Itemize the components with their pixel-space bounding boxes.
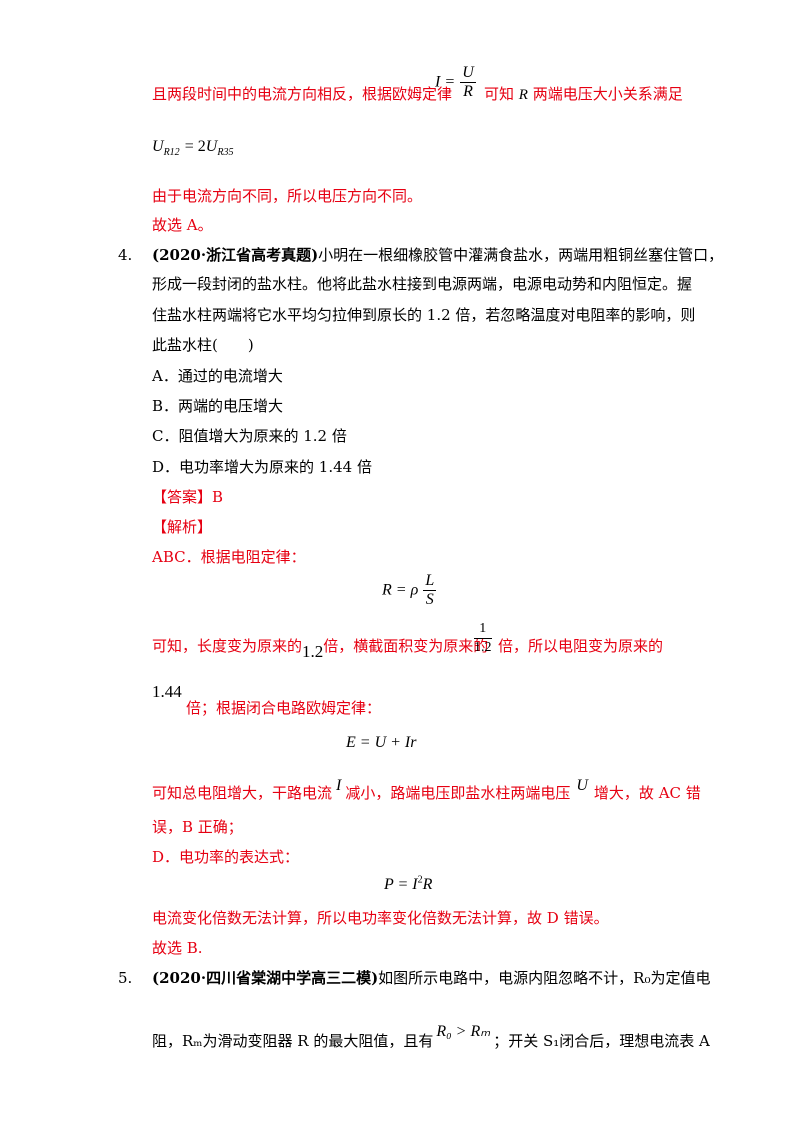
ohm-fraction: U R xyxy=(460,64,476,101)
text-line: 误，B 正确； xyxy=(152,818,243,836)
option-a: A．通过的电流增大 xyxy=(152,367,283,385)
question-number: 4. xyxy=(118,246,133,264)
question-stem-line: 形成一段封闭的盐水柱。他将此盐水柱接到电源两端，电源电动势和内阻恒定。握 xyxy=(152,275,693,293)
resistance-formula: R = ρ L S xyxy=(382,572,437,609)
option-c: C．阻值增大为原来的 1.2 倍 xyxy=(152,427,347,445)
u-symbol: U xyxy=(205,138,218,155)
question-stem-line: 阻，Rₘ为滑动变阻器 R 的最大阻值，且有R₀ > Rₘ；开关 S₁闭合后，理想… xyxy=(152,1022,710,1051)
text-line: ABC．根据电阻定律： xyxy=(152,548,306,566)
fraction-numerator: U xyxy=(460,64,476,83)
text-span: 如图所示电路中，电源内阻忽略不计，R₀为定值电 xyxy=(378,969,711,987)
text-line: 倍；根据闭合电路欧姆定律： xyxy=(186,699,382,717)
u-symbol: U xyxy=(152,138,164,155)
fraction: 1 1.2 xyxy=(474,620,492,657)
ohm-formula: I = U R xyxy=(435,64,476,101)
equals: = 2 xyxy=(184,138,206,155)
question-source: (2020·浙江省高考真题) xyxy=(152,246,319,264)
text-line: D．电功率的表达式： xyxy=(152,848,300,866)
text-line: 由于电流方向不同，所以电压方向不同。 xyxy=(152,187,423,205)
r-symbol: R xyxy=(518,87,528,103)
answer-line: 故选 A。 xyxy=(152,216,213,234)
resistance-fraction: L S xyxy=(423,572,437,609)
question-stem-line: (2020·浙江省高考真题)小明在一根细橡胶管中灌满食盐水，两端用粗铜丝塞住管口… xyxy=(152,245,723,265)
ohm-line-tail: 可知 R 两端电压大小关系满足 xyxy=(484,84,683,105)
factor-value: 1.44 xyxy=(152,682,182,701)
emf-equation: E = U + Ir xyxy=(346,734,417,751)
fraction-denominator: R xyxy=(463,83,473,100)
subscript: R35 xyxy=(217,147,234,159)
option-b: B．两端的电压增大 xyxy=(152,397,284,415)
question-stem-line: 住盐水柱两端将它水平均匀拉伸到原长的 1.2 倍，若忽略温度对电阻率的影响，则 xyxy=(152,306,696,324)
question-stem-line: 此盐水柱( ) xyxy=(152,336,254,354)
formula-lhs: R = ρ xyxy=(382,581,419,599)
i-symbol: I xyxy=(336,777,342,794)
text-span: 倍，所以电阻变为原来的 xyxy=(498,637,664,655)
known-line: 可知，长度变为原来的1.2倍，横截面积变为原来的 xyxy=(152,636,488,662)
power-lhs: P = I xyxy=(384,876,418,893)
value-1-2: 1.2 xyxy=(302,642,324,661)
answer-line: 故选 B. xyxy=(152,939,203,957)
power-equation: P = I2R xyxy=(384,874,432,894)
exponent: 2 xyxy=(417,874,423,886)
question-source: (2020·四川省棠湖中学高三二模) xyxy=(152,969,379,987)
u-symbol: U xyxy=(576,777,588,794)
text-span: 小明在一根细橡胶管中灌满食盐水，两端用粗铜丝塞住管口， xyxy=(318,246,724,264)
ohm-lhs: I = xyxy=(435,73,456,91)
fraction-denominator: 1.2 xyxy=(474,640,492,655)
fraction-denominator: S xyxy=(425,591,434,608)
text-span: 两端电压大小关系满足 xyxy=(532,85,683,103)
text-span: 增大，故 AC 错 xyxy=(593,784,701,802)
voltage-relation: UR12 = 2UR35 xyxy=(152,136,233,158)
inequality: R₀ > Rₘ xyxy=(436,1023,491,1040)
text-span: 可知 xyxy=(484,85,515,103)
text-line: 电流变化倍数无法计算，所以电功率变化倍数无法计算，故 D 错误。 xyxy=(152,909,609,927)
fraction-numerator: 1 xyxy=(474,620,492,639)
option-d: D．电功率增大为原来的 1.44 倍 xyxy=(152,458,372,476)
text-span: 阻，Rₘ为滑动变阻器 R 的最大阻值，且有 xyxy=(152,1032,434,1050)
r-symbol: R xyxy=(422,876,433,893)
text-span: ；开关 S₁闭合后，理想电流表 A xyxy=(493,1032,710,1050)
subscript: R12 xyxy=(163,147,180,159)
question-stem-line: (2020·四川省棠湖中学高三二模)如图所示电路中，电源内阻忽略不计，R₀为定值… xyxy=(152,968,710,988)
text-span: 可知总电阻增大，干路电流 xyxy=(152,784,333,802)
text-span: 倍，横截面积变为原来的 xyxy=(323,637,489,655)
text-span: 可知，长度变为原来的 xyxy=(152,637,303,655)
text-span: 减小，路端电压即盐水柱两端电压 xyxy=(345,784,571,802)
fraction-numerator: L xyxy=(423,572,437,591)
analysis-label: 【解析】 xyxy=(152,518,213,536)
ohm-line: 且两段时间中的电流方向相反，根据欧姆定律 xyxy=(152,84,452,104)
answer-label: 【答案】B xyxy=(152,488,224,506)
question-number: 5. xyxy=(118,969,133,987)
inverse-fraction: 1 1.2 xyxy=(474,620,492,657)
text-line: 且两段时间中的电流方向相反，根据欧姆定律 xyxy=(152,85,453,103)
